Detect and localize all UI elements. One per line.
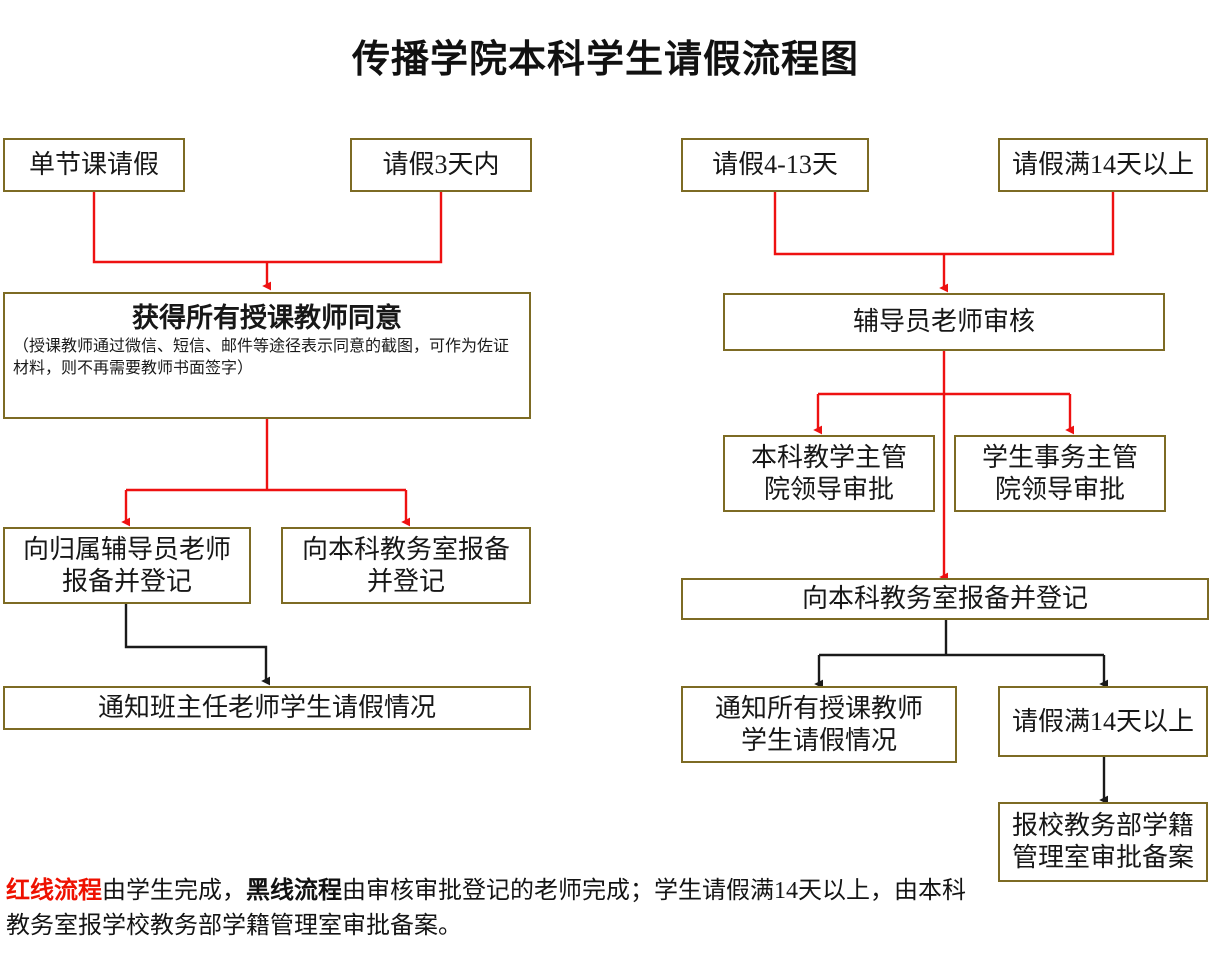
node-label: 单节课请假 [28, 150, 159, 180]
node-label: 辅导员老师审核 [852, 307, 1035, 337]
node-undergrad-teaching-dean-approval[interactable]: 本科教学主管 院领导审批 [723, 435, 935, 512]
node-report-to-counselor[interactable]: 向归属辅导员老师 报备并登记 [3, 527, 251, 604]
legend-black-term: 黑线流程 [246, 878, 342, 904]
node-label: 向本科教务室报备 并登记 [301, 534, 510, 596]
legend-part2: 由审核审批登记的老师完成；学生请假满14天以上，由本科教务室报学校教务部学籍管理… [6, 878, 966, 939]
node-label: 本科教学主管 院领导审批 [750, 442, 907, 504]
node-notify-class-advisor[interactable]: 通知班主任老师学生请假情况 [3, 686, 531, 730]
page-title: 传播学院本科学生请假流程图 [351, 39, 859, 81]
node-label: 学生事务主管 院领导审批 [981, 442, 1138, 504]
node-notify-all-teachers[interactable]: 通知所有授课教师 学生请假情况 [681, 686, 957, 763]
node-label: 请假满14天以上 [1011, 706, 1194, 736]
node-label: 通知所有授课教师 学生请假情况 [714, 693, 923, 755]
node-note: （授课教师通过微信、短信、邮件等途径表示同意的截图，可作为佐证材料，则不再需要教… [13, 338, 510, 377]
node-label: 报校教务部学籍 管理室审批备案 [1011, 811, 1194, 872]
node-counselor-review[interactable]: 辅导员老师审核 [723, 293, 1165, 351]
legend-footnote: 红线流程由学生完成，黑线流程由审核审批登记的老师完成；学生请假满14天以上，由本… [6, 874, 966, 944]
node-label: 向本科教务室报备并登记 [801, 584, 1088, 614]
node-leave-14-days-or-more-top[interactable]: 请假满14天以上 [998, 138, 1208, 192]
node-label: 通知班主任老师学生请假情况 [97, 693, 436, 723]
node-label: 向归属辅导员老师 报备并登记 [22, 534, 231, 596]
node-label: 请假4-13天 [712, 150, 838, 180]
node-report-to-undergrad-office-right[interactable]: 向本科教务室报备并登记 [681, 578, 1209, 620]
node-label: 请假满14天以上 [1011, 150, 1194, 180]
node-report-to-undergrad-office-left[interactable]: 向本科教务室报备 并登记 [281, 527, 531, 604]
node-leave-4-to-13-days[interactable]: 请假4-13天 [681, 138, 869, 192]
node-label: 请假3天内 [382, 150, 500, 180]
node-school-registry-approval[interactable]: 报校教务部学籍 管理室审批备案 [998, 802, 1208, 882]
node-single-class-leave[interactable]: 单节课请假 [3, 138, 185, 192]
node-leave-within-3-days[interactable]: 请假3天内 [350, 138, 532, 192]
legend-part1: 由学生完成， [102, 878, 246, 904]
node-leave-14-days-or-more-bottom[interactable]: 请假满14天以上 [998, 686, 1208, 757]
node-all-teachers-consent[interactable]: 获得所有授课教师同意 （授课教师通过微信、短信、邮件等途径表示同意的截图，可作为… [3, 292, 531, 419]
node-student-affairs-dean-approval[interactable]: 学生事务主管 院领导审批 [954, 435, 1166, 512]
node-headline: 获得所有授课教师同意 [132, 303, 402, 333]
legend-red-term: 红线流程 [6, 878, 102, 904]
